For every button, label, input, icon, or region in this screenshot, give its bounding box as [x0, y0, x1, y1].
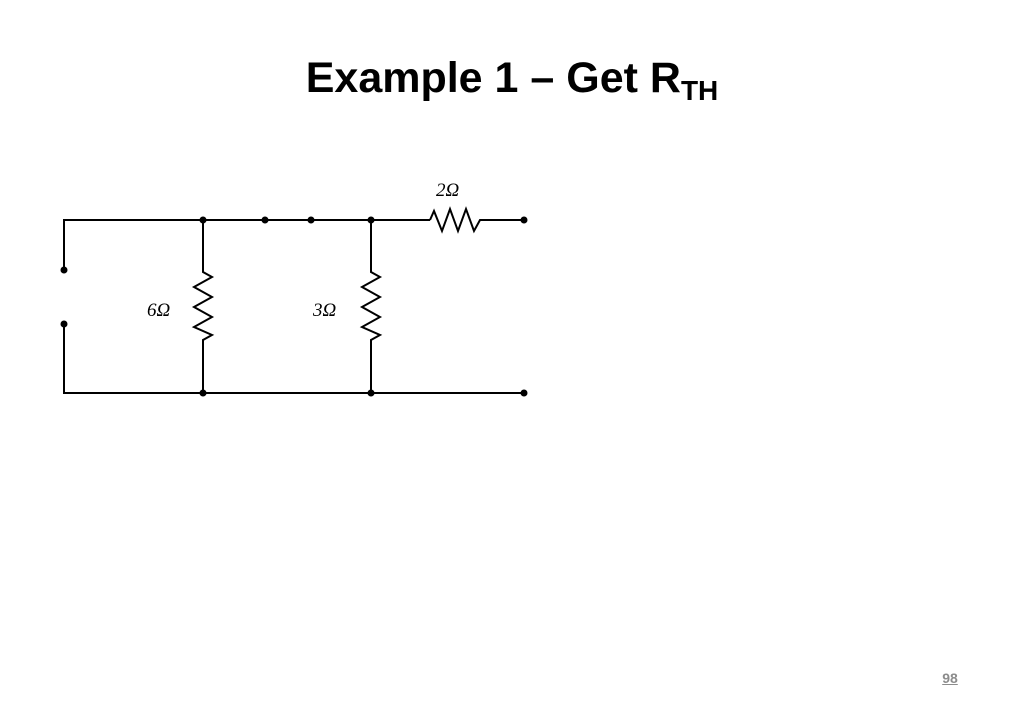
node-dot: [199, 389, 207, 397]
wire-top: [63, 219, 430, 270]
node-dot: [307, 216, 315, 224]
node-dot: [261, 216, 269, 224]
terminal-dot-output-top: [520, 216, 528, 224]
title-subscript: TH: [680, 75, 719, 106]
resistor-3ohm-symbol: [359, 220, 383, 393]
page-number: 98: [942, 670, 958, 686]
node-dot: [367, 216, 375, 224]
wire-left: [63, 324, 524, 394]
resistor-3ohm-label: 3Ω: [312, 300, 337, 321]
slide-title: Example 1 – Get RTH: [0, 50, 1024, 106]
resistor-6ohm-label: 6Ω: [147, 300, 171, 321]
terminal-dot-left-lower: [60, 320, 68, 328]
title-main: Example 1 – Get R: [305, 54, 681, 102]
terminal-dot-left-upper: [60, 266, 68, 274]
resistor-2ohm-label: 2Ω: [436, 180, 460, 201]
resistor-2ohm-symbol: [429, 206, 524, 234]
terminal-dot-output-bottom: [520, 389, 528, 397]
resistor-6ohm-symbol: [191, 220, 215, 393]
node-dot: [367, 389, 375, 397]
node-dot: [199, 216, 207, 224]
